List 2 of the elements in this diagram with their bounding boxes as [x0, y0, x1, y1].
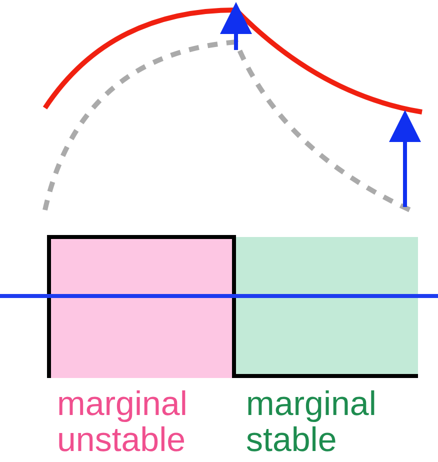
region-label: marginal stable [246, 386, 378, 458]
region-label: marginal unstable [57, 386, 188, 458]
